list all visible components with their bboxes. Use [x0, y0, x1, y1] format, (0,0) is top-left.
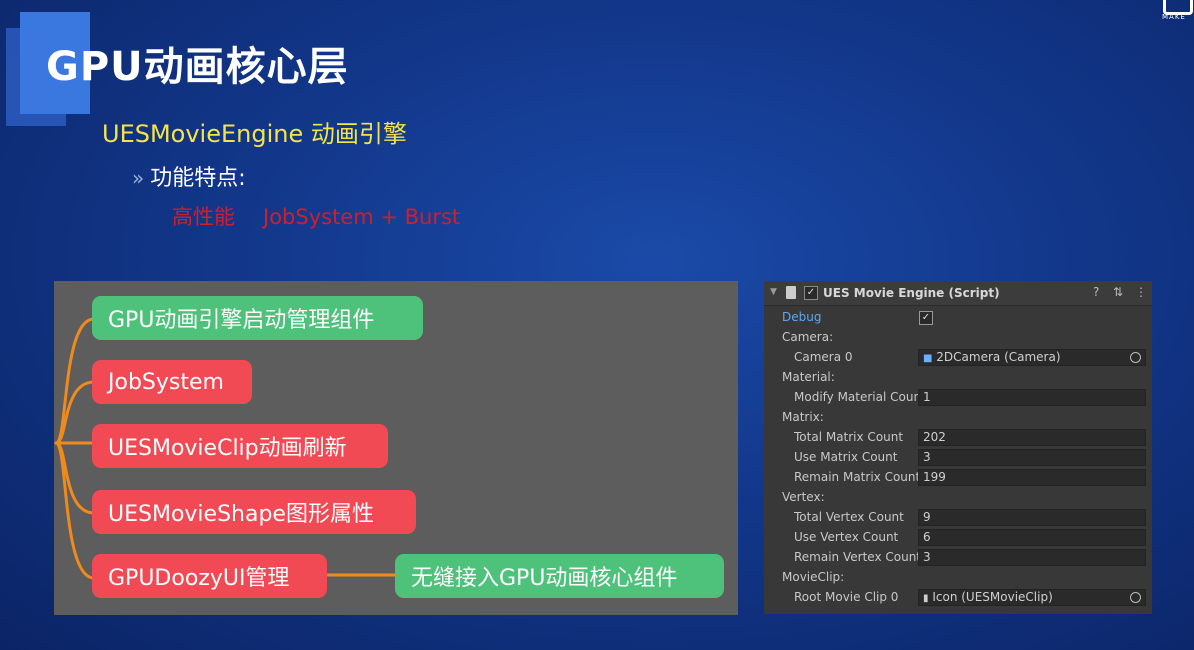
inspector-header[interactable]: ▼ ✓ UES Movie Engine (Script) ? ⇅ ⋮	[764, 281, 1152, 306]
debug-label: Debug	[782, 310, 822, 324]
chevron-icon: »	[132, 166, 145, 190]
use-vertex-label: Use Vertex Count	[794, 530, 899, 544]
connector-2	[54, 380, 96, 445]
mindmap-child-node: 无缝接入GPU动画核心组件	[395, 554, 724, 598]
mindmap-node-1-label: GPU动画引擎启动管理组件	[108, 308, 375, 333]
modify-material-row: Modify Material Count 1	[764, 389, 1152, 407]
slide-subtitle: UESMovieEngine 动画引擎	[102, 120, 407, 148]
component-title: UES Movie Engine (Script)	[823, 286, 1000, 300]
more-menu-icon[interactable]: ⋮	[1135, 285, 1147, 299]
vertex-section: Vertex:	[764, 489, 1152, 507]
title-decoration-front	[20, 12, 90, 114]
camera-section: Camera:	[764, 329, 1152, 347]
root-clip-value: Icon (UESMovieClip)	[932, 590, 1053, 604]
mindmap-child-node-label: 无缝接入GPU动画核心组件	[411, 566, 678, 591]
total-matrix-label: Total Matrix Count	[794, 430, 904, 444]
remain-vertex-label: Remain Vertex Count	[794, 550, 922, 564]
vertex-section-label: Vertex:	[782, 490, 825, 504]
modify-material-label: Modify Material Count	[794, 390, 926, 404]
mindmap-node-2: JobSystem	[92, 360, 252, 404]
remain-matrix-field[interactable]: 199	[918, 469, 1146, 486]
mindmap-node-3: UESMovieClip动画刷新	[92, 424, 388, 468]
mindmap-node-1: GPU动画引擎启动管理组件	[92, 296, 423, 340]
help-icon[interactable]: ?	[1093, 285, 1100, 299]
mindmap-node-4: UESMovieShape图形属性	[92, 490, 416, 534]
matrix-section-label: Matrix:	[782, 410, 824, 424]
object-picker-icon[interactable]	[1130, 352, 1141, 363]
material-section: Material:	[764, 369, 1152, 387]
root-clip-label: Root Movie Clip 0	[794, 590, 899, 604]
use-matrix-field[interactable]: 3	[918, 449, 1146, 466]
brand-logo: MAKE	[1160, 0, 1194, 22]
camera-icon: ■	[923, 353, 933, 364]
remain-vertex-field[interactable]: 3	[918, 549, 1146, 566]
camera0-row: Camera 0 ■ 2DCamera (Camera)	[764, 349, 1152, 367]
camera0-label: Camera 0	[794, 350, 853, 364]
performance-item-2: JobSystem + Burst	[263, 205, 461, 229]
mindmap-node-4-label: UESMovieShape图形属性	[108, 502, 374, 527]
inspector-panel: ▼ ✓ UES Movie Engine (Script) ? ⇅ ⋮ Debu…	[764, 281, 1152, 614]
debug-row: Debug ✓	[764, 309, 1152, 327]
script-file-icon	[786, 286, 796, 299]
camera0-field[interactable]: ■ 2DCamera (Camera)	[918, 349, 1146, 366]
total-vertex-field[interactable]: 9	[918, 509, 1146, 526]
script-asset-icon: ▮	[923, 593, 929, 604]
performance-item-1: 高性能	[172, 205, 235, 229]
total-matrix-row: Total Matrix Count 202	[764, 429, 1152, 447]
root-clip-field[interactable]: ▮ Icon (UESMovieClip)	[918, 589, 1146, 606]
material-section-label: Material:	[782, 370, 835, 384]
matrix-section: Matrix:	[764, 409, 1152, 427]
logo-icon	[1163, 0, 1193, 15]
object-picker-icon-2[interactable]	[1130, 592, 1141, 603]
connector-5	[54, 441, 96, 580]
component-enabled-checkbox[interactable]: ✓	[804, 286, 818, 300]
mindmap-connectors	[54, 317, 398, 580]
use-vertex-field[interactable]: 6	[918, 529, 1146, 546]
use-vertex-row: Use Vertex Count 6	[764, 529, 1152, 547]
movieclip-section: MovieClip:	[764, 569, 1152, 587]
remain-matrix-label: Remain Matrix Count	[794, 470, 921, 484]
mindmap-node-3-label: UESMovieClip动画刷新	[108, 436, 347, 461]
performance-line: 高性能 JobSystem + Burst	[172, 201, 488, 231]
use-matrix-row: Use Matrix Count 3	[764, 449, 1152, 467]
debug-checkbox[interactable]: ✓	[919, 311, 933, 325]
collapse-triangle-icon[interactable]: ▼	[770, 287, 777, 297]
mindmap-node-5-label: GPUDoozyUI管理	[108, 566, 290, 591]
root-clip-row: Root Movie Clip 0 ▮ Icon (UESMovieClip)	[764, 589, 1152, 607]
camera-section-label: Camera:	[782, 330, 834, 344]
modify-material-field[interactable]: 1	[918, 389, 1146, 406]
feature-heading-text: 功能特点:	[150, 166, 246, 191]
mindmap-panel: GPU动画引擎启动管理组件 JobSystem UESMovieClip动画刷新…	[54, 281, 738, 615]
mindmap-node-5: GPUDoozyUI管理	[92, 554, 327, 598]
use-matrix-label: Use Matrix Count	[794, 450, 898, 464]
total-matrix-field[interactable]: 202	[918, 429, 1146, 446]
camera0-value: 2DCamera (Camera)	[936, 350, 1061, 364]
preset-icon[interactable]: ⇅	[1113, 285, 1124, 299]
movieclip-section-label: MovieClip:	[782, 570, 845, 584]
remain-vertex-row: Remain Vertex Count 3	[764, 549, 1152, 567]
logo-text: MAKE	[1162, 13, 1186, 21]
total-vertex-row: Total Vertex Count 9	[764, 509, 1152, 527]
connector-1	[54, 317, 96, 445]
feature-heading: »功能特点:	[132, 160, 246, 192]
slide-title: GPU动画核心层	[46, 44, 349, 90]
total-vertex-label: Total Vertex Count	[794, 510, 904, 524]
remain-matrix-row: Remain Matrix Count 199	[764, 469, 1152, 487]
mindmap-node-2-label: JobSystem	[108, 369, 224, 395]
